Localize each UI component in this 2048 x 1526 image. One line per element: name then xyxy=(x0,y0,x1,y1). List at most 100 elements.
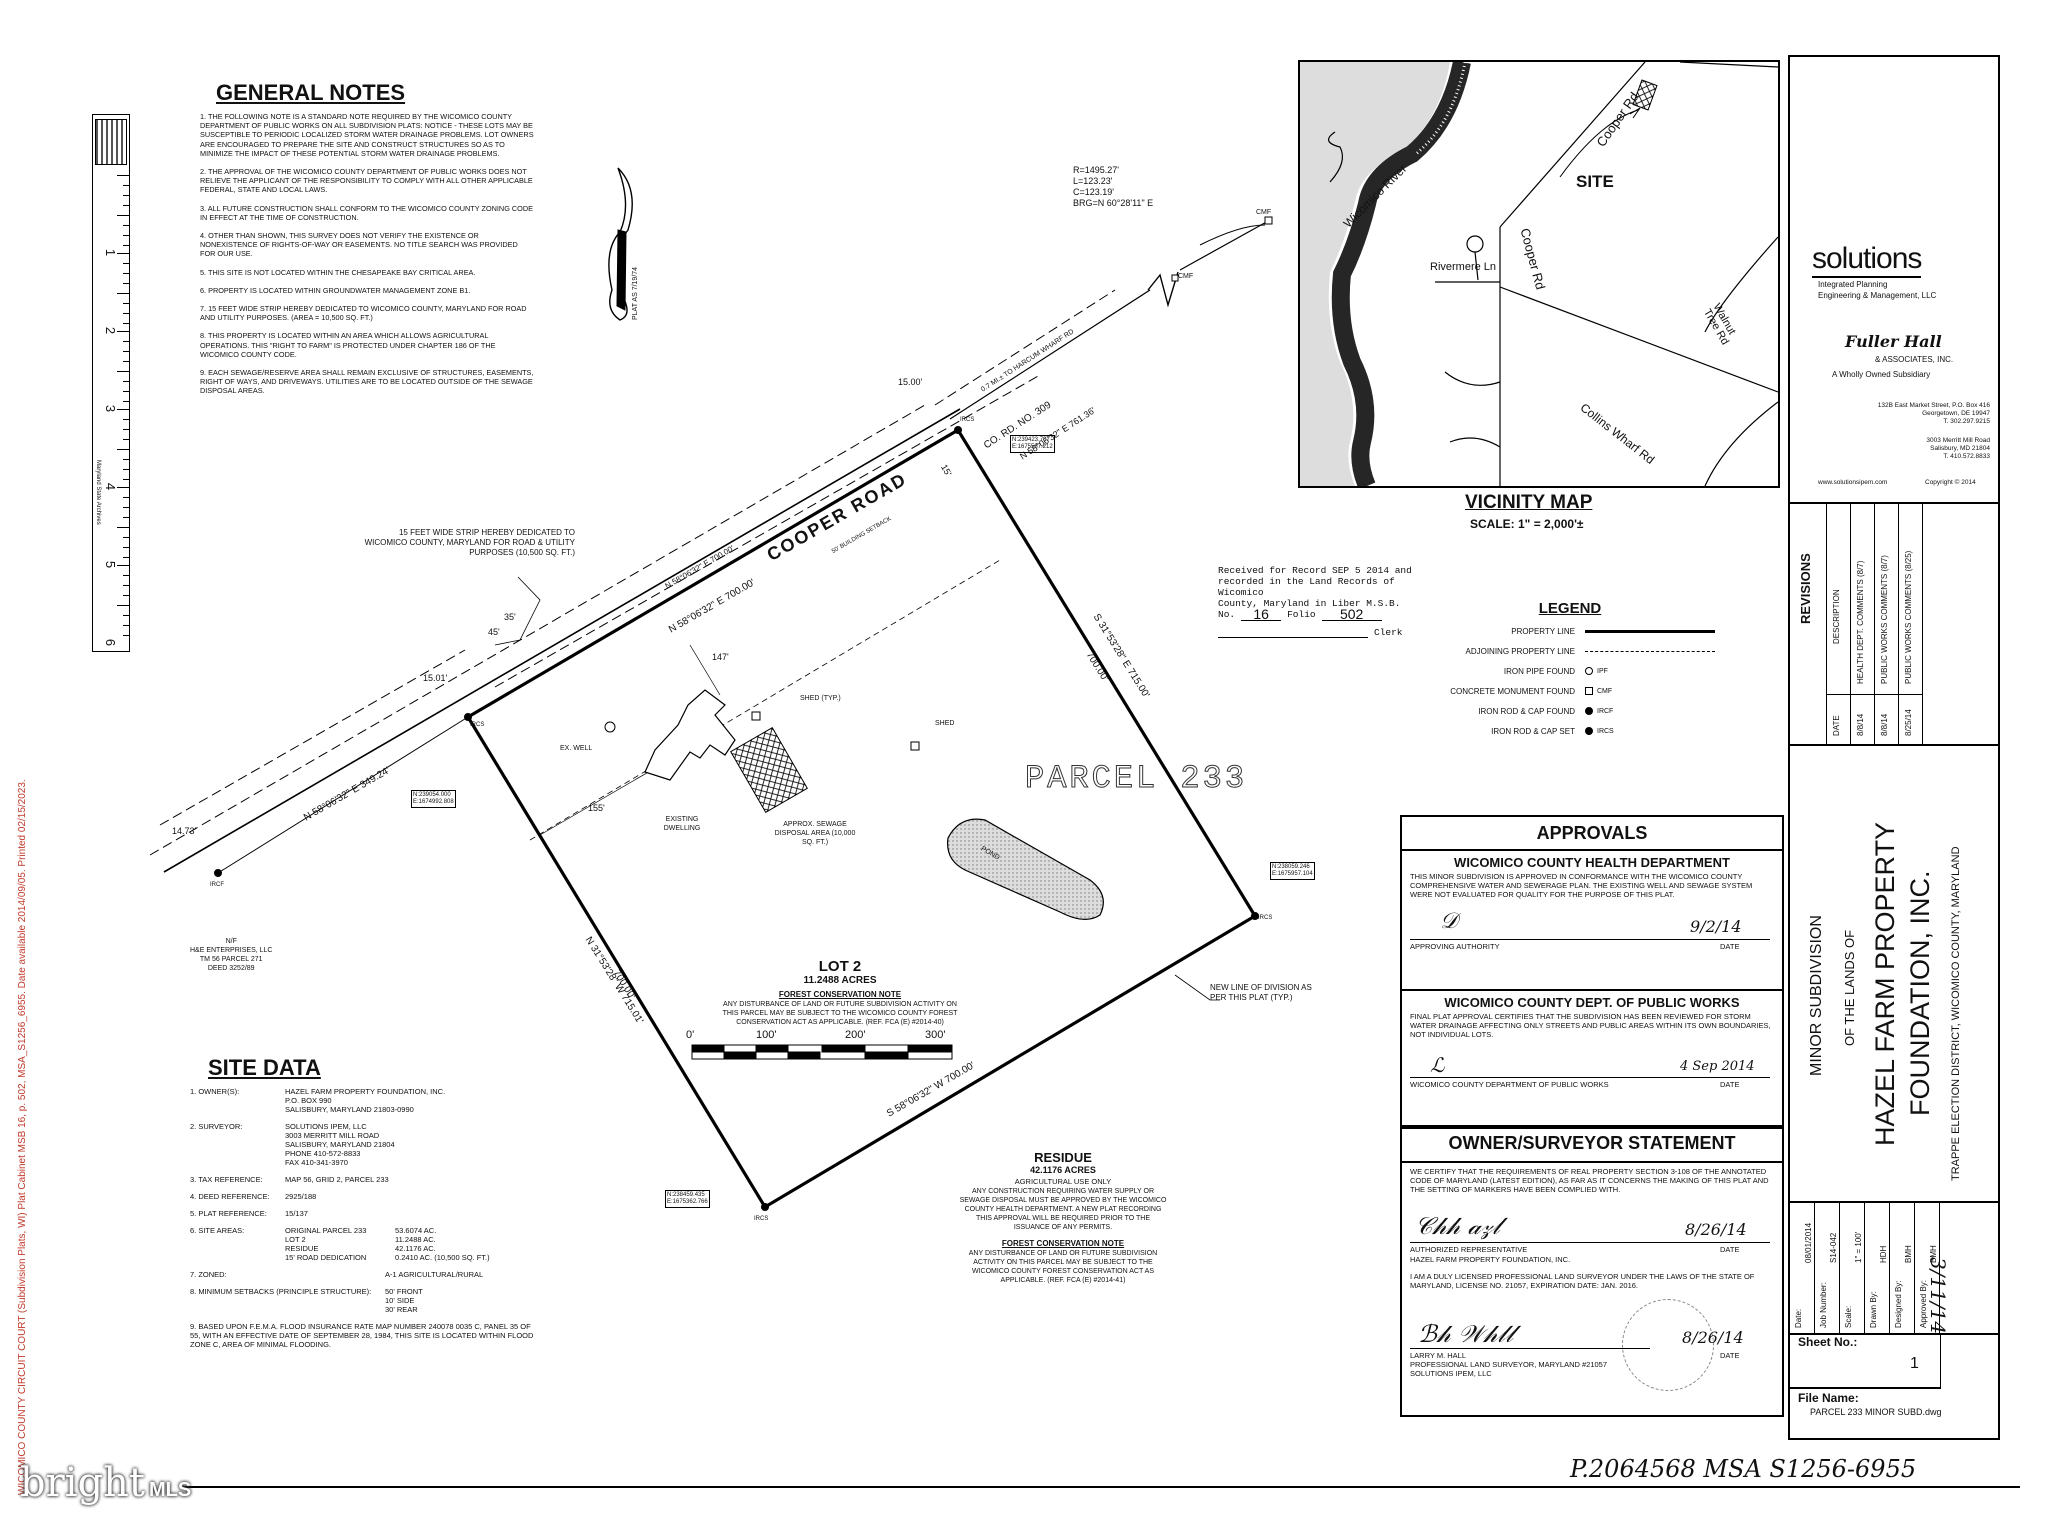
site-areas-label: 6. SITE AREAS: xyxy=(190,1226,245,1235)
info-key: Date: xyxy=(1794,1308,1803,1328)
dim-147: 147' xyxy=(712,652,729,662)
pw-sig-label: WICOMICO COUNTY DEPARTMENT OF PUBLIC WOR… xyxy=(1410,1080,1609,1089)
record-folio-label: Folio xyxy=(1287,609,1316,620)
legend-label: IRON ROD & CAP SET xyxy=(1491,726,1575,736)
health-sig-label: APPROVING AUTHORITY xyxy=(1410,942,1500,951)
address-2: 3003 Merritt Mill Road Salisbury, MD 218… xyxy=(1926,437,1990,460)
info-column: Approved By:BMH xyxy=(1915,1203,1940,1333)
lot-2-acres: 11.2488 ACRES xyxy=(803,975,877,986)
site-area-value: 11.2488 AC. xyxy=(395,1235,436,1244)
general-note-item: 6. PROPERTY IS LOCATED WITHIN GROUNDWATE… xyxy=(200,285,471,295)
info-column: Drawn By: HDH xyxy=(1865,1203,1890,1333)
site-data-value: 2925/188 xyxy=(285,1192,317,1201)
setbacks-label: 8. MINIMUM SETBACKS (PRINCIPLE STRUCTURE… xyxy=(190,1287,372,1296)
legend-sym-text: IRCS xyxy=(1597,727,1614,735)
record-folio: 502 xyxy=(1321,607,1382,621)
scale-bar xyxy=(691,1044,953,1060)
ex-well-label: EX. WELL xyxy=(560,745,593,752)
legend-sym-text: CMF xyxy=(1597,687,1613,695)
district-label: TRAPPE ELECTION DISTRICT, WICOMICO COUNT… xyxy=(1950,846,1962,1181)
existing-dwelling-shape xyxy=(644,689,736,781)
info-key: Drawn By: xyxy=(1869,1291,1878,1328)
owner-line-2: FOUNDATION, INC. xyxy=(1905,870,1935,1117)
owner-statement-title: OWNER/SURVEYOR STATEMENT xyxy=(1402,1129,1782,1163)
dim-45: 45' xyxy=(488,627,500,637)
coord-2: N:239054.000 E:1674992.808 xyxy=(411,790,456,808)
bottom-border xyxy=(180,1486,2020,1488)
zoned-label: 7. ZONED: xyxy=(190,1270,227,1279)
north-arrow-label: PLAT AS 7/19/74 xyxy=(632,266,639,320)
minor-subdivision-label: MINOR SUBDIVISION xyxy=(1808,915,1825,1076)
site-data-key: 3. TAX REFERENCE: xyxy=(190,1175,263,1184)
curve-data-line: BRG=N 60°28'11" E xyxy=(1073,198,1154,208)
curve-data-line: L=123.23' xyxy=(1073,176,1113,186)
road-centerline xyxy=(149,404,926,856)
ircs-label-2: IRCS xyxy=(470,722,485,728)
legend-label: ADJOINING PROPERTY LINE xyxy=(1465,646,1575,656)
file-name: PARCEL 233 MINOR SUBD.dwg xyxy=(1810,1407,1942,1417)
ircs-label-3: IRCS xyxy=(1258,915,1273,921)
sewage-area-shape xyxy=(730,727,808,813)
nf-label: N/F H&E ENTERPRISES, LLC TM 56 PARCEL 27… xyxy=(190,938,273,972)
health-date-label: DATE xyxy=(1720,942,1740,951)
solutions-logo: solutions xyxy=(1812,242,1922,278)
site-area-row: LOT 2 11.2488 AC. xyxy=(285,1235,555,1244)
residue-acres: 42.1176 ACRES xyxy=(1030,1165,1096,1175)
surveyor-date-label: DATE xyxy=(1720,1351,1740,1360)
info-key: Designed By: xyxy=(1894,1280,1903,1328)
site-area-key: LOT 2 xyxy=(285,1235,306,1244)
record-clerk: Clerk xyxy=(1374,627,1403,638)
owner-name: HAZEL FARM PROPERTY FOUNDATION, INC. xyxy=(1410,1255,1571,1264)
setbacks-value: 50' FRONT 10' SIDE 30' REAR xyxy=(385,1287,423,1314)
zoned-value: A-1 AGRICULTURAL/RURAL xyxy=(385,1270,484,1279)
vicinity-title: VICINITY MAP xyxy=(1465,492,1593,513)
site-area-value: 42.1176 AC. xyxy=(395,1244,436,1253)
general-note-item: 9. EACH SEWAGE/RESERVE AREA SHALL REMAIN… xyxy=(200,368,534,396)
curve-data-line: R=1495.27' xyxy=(1073,165,1120,175)
legend-symbol: IRCF xyxy=(1585,707,1613,715)
pw-text: FINAL PLAT APPROVAL CERTIFIES THAT THE S… xyxy=(1410,1012,1771,1039)
record-line-1: Received for Record SEP 5 2014 and xyxy=(1218,565,1412,576)
recording-stamp: Received for Record SEP 5 2014 and recor… xyxy=(1218,565,1438,638)
general-note-item: 4. OTHER THAN SHOWN, THIS SURVEY DOES NO… xyxy=(200,231,518,259)
coord-4: N:238459.435 E:1675362.766 xyxy=(665,1190,710,1208)
vicinity-site-label: SITE xyxy=(1576,172,1614,191)
rev-date-header: DATE xyxy=(1832,715,1841,736)
site-data-row: 2. SURVEYOR:SOLUTIONS IPEM, LLC 3003 MER… xyxy=(190,1122,570,1167)
record-line-2: recorded in the Land Records of Wicomico xyxy=(1218,576,1395,598)
legend-ipf-icon xyxy=(1585,667,1593,675)
general-note-item: 1. THE FOLLOWING NOTE IS A STANDARD NOTE… xyxy=(200,112,534,158)
site-data-value: SOLUTIONS IPEM, LLC 3003 MERRITT MILL RO… xyxy=(285,1122,395,1167)
vicinity-map: SITE Cooper Rd Cooper Rd Rivermere Ln Wi… xyxy=(1298,60,1780,488)
surveyor-title: PROFESSIONAL LAND SURVEYOR, MARYLAND #21… xyxy=(1410,1360,1608,1369)
legend-item: PROPERTY LINE xyxy=(1440,621,1740,641)
revision-description: PUBLIC WORKS COMMENTS (8/25) xyxy=(1904,550,1913,684)
revisions-title: REVISIONS xyxy=(1798,553,1813,624)
health-date: 9/2/14 xyxy=(1690,917,1742,936)
owner-statement-panel: OWNER/SURVEYOR STATEMENT WE CERTIFY THAT… xyxy=(1400,1127,1784,1417)
legend-ircs-icon xyxy=(1585,727,1593,735)
info-value: HDH xyxy=(1879,1245,1888,1263)
pw-signature: ℒ xyxy=(1430,1053,1445,1077)
scale-tick-300: 300' xyxy=(925,1029,946,1041)
site-data-row: 5. PLAT REFERENCE:15/137 xyxy=(190,1209,570,1218)
curve-data-line: C=123.19' xyxy=(1073,187,1115,197)
sewage-area-label: APPROX. SEWAGE DISPOSAL AREA (10,000 SQ.… xyxy=(774,821,856,846)
site-data-key: 4. DEED REFERENCE: xyxy=(190,1192,270,1201)
owner-date-label: DATE xyxy=(1720,1245,1740,1254)
lot-2-block: LOT 2 11.2488 ACRES FOREST CONSERVATION … xyxy=(720,958,960,1027)
surveyor-name: LARRY M. HALL xyxy=(1410,1351,1466,1360)
legend-symbol: CMF xyxy=(1585,687,1612,695)
health-title: WICOMICO COUNTY HEALTH DEPARTMENT xyxy=(1454,855,1730,870)
surveyor-text: I AM A DULY LICENSED PROFESSIONAL LAND S… xyxy=(1410,1272,1755,1290)
surveyor-signature: ℬ𝒽 𝒲𝒽𝓁𝓁 xyxy=(1418,1320,1514,1348)
residue-fc-title: FOREST CONSERVATION NOTE xyxy=(1001,1239,1125,1248)
subsidiary-label: A Wholly Owned Subsidiary xyxy=(1832,370,1931,379)
